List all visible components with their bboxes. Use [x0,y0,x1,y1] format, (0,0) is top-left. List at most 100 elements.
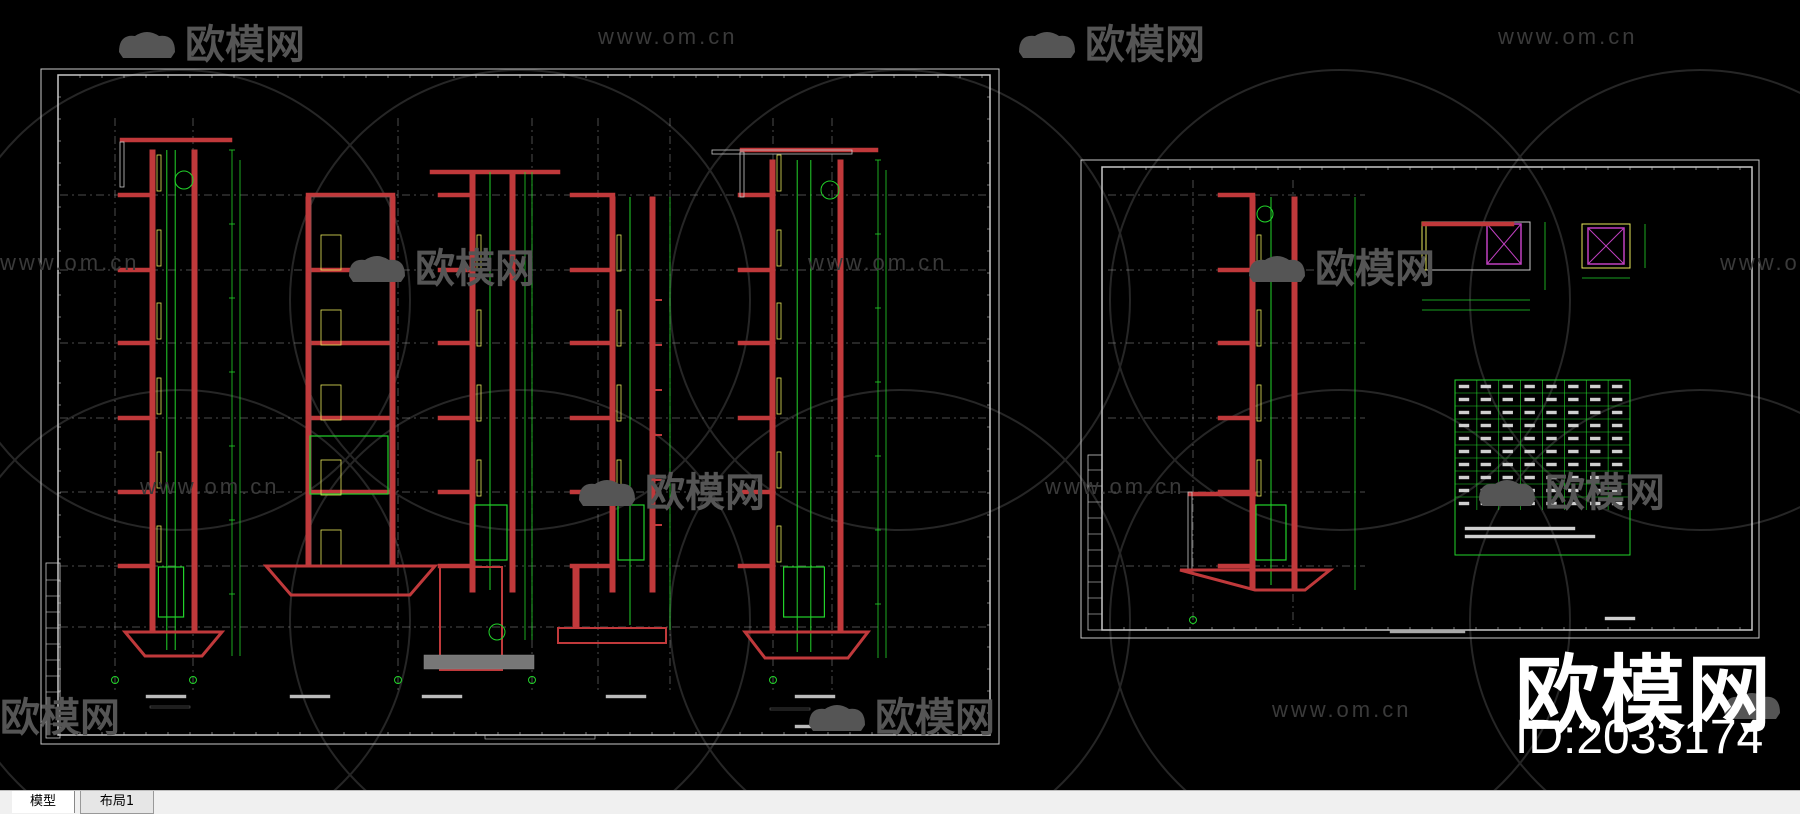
table-cell-text [1546,501,1557,506]
tab-layout1[interactable]: 布局1 [80,791,154,814]
scale-bar [484,734,596,740]
watermark-logo: 欧模网 [0,695,120,741]
section-caption [421,694,463,699]
landing-door [1256,309,1262,347]
watermark-circle [0,389,411,790]
floor-slab [737,267,776,273]
sheet-frame-left [40,68,1000,745]
floor-slab [1217,563,1256,569]
floor-slab [737,415,776,421]
pit-wall [1187,491,1193,571]
table-cell-text [1546,397,1557,402]
table-cell-text [1611,410,1623,415]
cad-drawing-canvas[interactable] [0,0,1800,790]
watermark-circle [1469,389,1800,790]
traction-machine [174,170,194,190]
table-cell-text [1546,449,1557,454]
shaft-wall [769,159,776,633]
floor-slab [305,489,396,495]
watermark-site: www.om.cn [1720,250,1800,275]
brand-name: 欧模网 [1515,646,1774,744]
table-cell-text [1590,501,1601,506]
table-cell-text [1611,501,1623,506]
table-cell-text [1590,475,1601,480]
section-caption [769,707,811,711]
landing-door [320,459,342,496]
table-cell-text [1502,410,1513,415]
floor-slab [569,267,616,273]
elevator-pit [121,630,226,658]
table-cell-text [1502,436,1513,441]
table-cell-text [1458,501,1470,506]
table-cell-text [1546,384,1557,389]
watermark-logo: 欧模网 [1475,460,1665,518]
floor-slab [1217,340,1256,346]
floor-slab [437,489,476,495]
table-cell-text [1611,397,1623,402]
table-cell-text [1524,436,1535,441]
axis-bubble [528,676,536,684]
floor-slab [117,489,156,495]
axis-bubble [769,676,777,684]
landing-door [776,525,782,563]
table-cell-text [1480,462,1492,467]
table-cell-text [1590,384,1601,389]
section-caption [605,694,647,699]
landing-door [616,384,622,422]
machine-room-wall [739,151,745,198]
shaft-wall [572,567,580,629]
watermark-logo: 欧模网 [115,12,305,70]
machine-room-wall [119,141,125,188]
tab-model[interactable]: 模型 [12,791,75,813]
sofa-icon [1015,24,1079,58]
floor-slab [737,563,776,569]
shaft-wall [509,171,516,593]
table-cell-text [1458,449,1470,454]
table-cell-text [1458,423,1470,428]
table-cell-text [1546,475,1557,480]
floor-slab [117,563,156,569]
table-cell-text [1568,501,1579,506]
landing-door [776,302,782,340]
shaft-plan-small [1581,223,1631,269]
floor-slab [305,415,396,421]
table-cell-text [1611,384,1623,389]
landing-door [156,451,162,489]
title-block-strip [45,562,61,739]
brand-id: ID:2033174 [1515,711,1764,764]
landing-door [476,459,482,497]
table-cell-text [1524,462,1535,467]
elevator-car [157,566,185,618]
table-cell-text [1524,423,1535,428]
table-cell-text [1546,462,1557,467]
section-caption [149,705,191,709]
elevator-pit [1179,568,1335,592]
table-cell-text [1611,436,1623,441]
title-block-strip [1087,454,1103,631]
table-cell-text [1502,384,1513,389]
floor-slab [569,563,616,569]
table-cell-text [1502,423,1513,428]
traction-machine [1256,205,1274,223]
table-cell-text [1546,436,1557,441]
table-cell-text [1611,475,1623,480]
floor-slab [1217,192,1256,198]
machine-room-slab [119,137,233,143]
landing-door [156,525,162,563]
floor-slab [305,192,396,198]
landing-door [776,377,782,415]
floor-slab [117,415,156,421]
table-cell-text [1568,488,1579,493]
machine-room-slab [429,169,561,175]
watermark-site: www.om.cn [0,250,140,275]
landing-door [1256,459,1262,497]
landing-door [156,377,162,415]
section-caption [145,694,187,699]
landing-door [476,234,482,272]
sofa-icon [1475,472,1539,506]
floor-slab [305,340,396,346]
watermark-site: www.om.cn [1045,474,1185,499]
landing-door [320,234,342,271]
table-cell-text [1458,462,1470,467]
watermark-site: www.om.cn [1272,697,1412,722]
